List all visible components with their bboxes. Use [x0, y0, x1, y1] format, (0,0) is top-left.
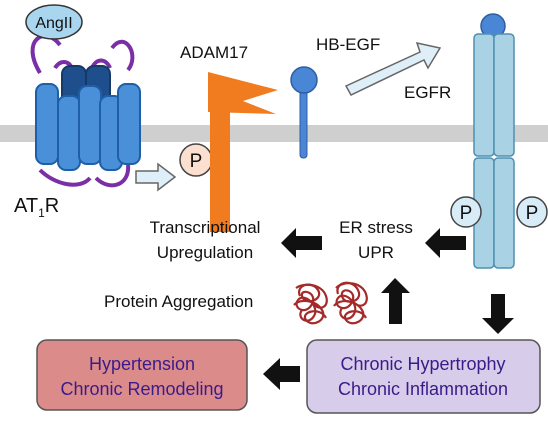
protein-aggregation-label: Protein Aggregation	[104, 292, 253, 311]
er-stress-label: ER stress	[339, 218, 413, 237]
at1r-receptor	[30, 34, 141, 188]
black-arrow-aggregation-to-er	[381, 278, 410, 324]
phospho-egfr-left-label: P	[460, 203, 473, 224]
phospho-adam17-label: P	[190, 151, 203, 172]
chronic-hypertrophy-label: Chronic Hypertrophy	[340, 354, 505, 374]
adam17-protease	[208, 72, 278, 232]
angii-ligand	[25, 4, 83, 40]
hollow-arrow-hbegf-to-egfr	[344, 41, 442, 96]
upr-label: UPR	[358, 243, 394, 262]
hb-egf-label: HB-EGF	[316, 35, 380, 54]
protein-aggregate-icon	[293, 281, 368, 325]
hb-egf-ligand	[290, 66, 318, 159]
egfr-label: EGFR	[404, 83, 451, 102]
transcriptional-label: Transcriptional	[150, 218, 261, 237]
hollow-arrow-at1r-to-adam17	[135, 162, 177, 192]
hypertension-box	[36, 339, 248, 411]
black-arrow-egfr-to-er	[425, 228, 466, 258]
chronic-inflammation-label: Chronic Inflammation	[338, 379, 508, 399]
black-arrow-hypertrophy-to-hypertension	[263, 358, 300, 390]
phospho-egfr-left	[450, 196, 482, 228]
angii-label: AngII	[35, 15, 72, 32]
chronic-remodeling-label: Chronic Remodeling	[60, 379, 223, 399]
black-arrow-egfr-to-hypertrophy	[482, 294, 514, 334]
hypertension-label: Hypertension	[89, 354, 195, 374]
at1r-label: AT1R	[14, 195, 59, 220]
phospho-egfr-right	[516, 196, 548, 228]
egfr-receptor	[473, 13, 515, 269]
adam17-label: ADAM17	[180, 43, 248, 62]
hypertrophy-box	[306, 339, 541, 414]
upregulation-label: Upregulation	[157, 243, 253, 262]
black-arrow-er-to-transcriptional	[281, 228, 322, 258]
phospho-egfr-right-label: P	[526, 203, 539, 224]
